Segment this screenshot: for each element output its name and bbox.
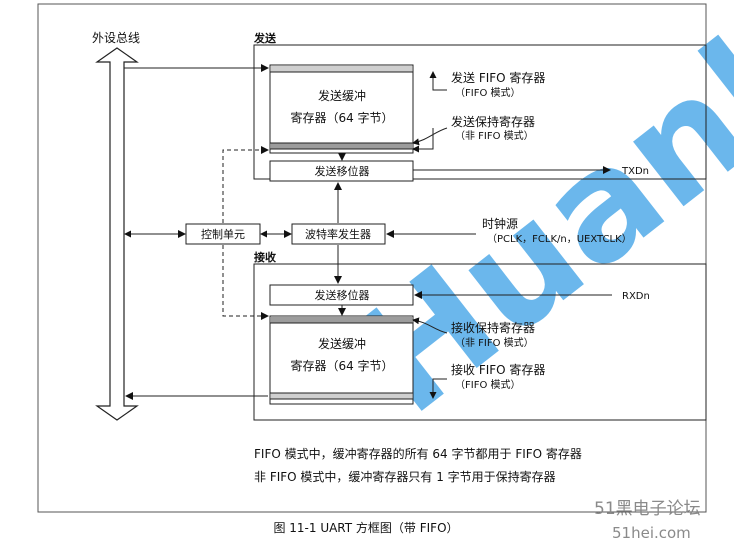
baud-generator: 波特率发生器 (291, 223, 386, 245)
note-non-fifo-mode: 非 FIFO 模式中，缓冲寄存器只有 1 字节用于保持寄存器 (254, 469, 556, 484)
rx-fifo-reg-label: 接收 FIFO 寄存器 (451, 362, 545, 377)
tx-fifo-reg-sub: （FIFO 模式） (455, 86, 521, 99)
rx-buffer-title: 发送缓冲 (318, 336, 366, 351)
tx-buffer-title: 发送缓冲 (318, 88, 366, 103)
control-to-rx-dashed (222, 245, 269, 320)
tx-buffer-size: 寄存器（64 字节） (290, 110, 393, 125)
baud-generator-label: 波特率发生器 (305, 227, 371, 241)
rx-section-label: 接收 (254, 250, 276, 264)
tx-buffer-bottom-band (271, 143, 412, 149)
tx-buffer-feed (412, 128, 434, 153)
rx-hold-reg-label: 接收保持寄存器 (451, 320, 535, 335)
control-to-tx-dashed (222, 146, 269, 223)
figure-frame (37, 3, 707, 513)
rx-hold-pointer (412, 317, 448, 334)
tx-fifo-pointer (429, 71, 447, 91)
bus-label: 外设总线 (92, 31, 140, 45)
note-fifo-mode: FIFO 模式中，缓冲寄存器的所有 64 字节都用于 FIFO 寄存器 (254, 446, 582, 461)
control-unit-label: 控制单元 (201, 227, 245, 241)
tx-buffer-box (269, 64, 414, 154)
peripheral-bus: 外设总线 (92, 31, 140, 421)
rx-buffer-top-band (271, 317, 412, 323)
rx-buffer-size: 寄存器（64 字节） (290, 358, 393, 373)
site-name: 51黑电子论坛 (594, 499, 701, 519)
rx-fifo-reg-sub: （FIFO 模式） (455, 378, 521, 391)
tx-buffer-top-band (271, 66, 412, 72)
rx-fifo-pointer (429, 378, 447, 399)
tx-fifo-reg-label: 发送 FIFO 寄存器 (451, 70, 545, 85)
rx-buffer-box (269, 315, 414, 405)
tx-section-box (253, 44, 707, 180)
tx-output-label: TXDn (621, 166, 649, 177)
rx-shift-label: 发送移位器 (315, 288, 370, 302)
baud-generator-box (291, 223, 386, 245)
tx-hold-reg-sub: （非 FIFO 模式） (455, 129, 534, 142)
control-unit: 控制单元 (185, 223, 261, 245)
clock-source-sub: （PCLK，FCLK/n，UEXTCLK） (487, 233, 632, 245)
bus-double-arrow (95, 47, 139, 421)
rx-input-label: RXDn (622, 291, 650, 302)
rx-section: 接收 发送移位器 RXDn 发送缓冲 寄存器（64 字节） 接收保持寄存器 （非… (253, 250, 707, 421)
tx-section: 发送 发送缓冲 寄存器（64 字节） 发送移位器 发送 FIFO 寄存器 （FI… (253, 31, 707, 182)
tx-shift-box (269, 160, 414, 182)
clock-source-label: 时钟源 (482, 216, 518, 231)
tx-shift-label: 发送移位器 (315, 164, 370, 178)
tx-hold-reg-label: 发送保持寄存器 (451, 114, 535, 129)
figure-caption: 图 11-1 UART 方框图（带 FIFO） (273, 520, 458, 535)
rx-buffer-bottom-band (271, 393, 412, 399)
tx-section-label: 发送 (253, 31, 277, 45)
clock-source: 时钟源 （PCLK，FCLK/n，UEXTCLK） (482, 216, 632, 245)
tx-hold-pointer (412, 127, 448, 146)
rx-hold-reg-sub: （非 FIFO 模式） (455, 336, 534, 349)
site-url: 51hei.com (612, 524, 691, 542)
rx-section-box (253, 263, 707, 421)
